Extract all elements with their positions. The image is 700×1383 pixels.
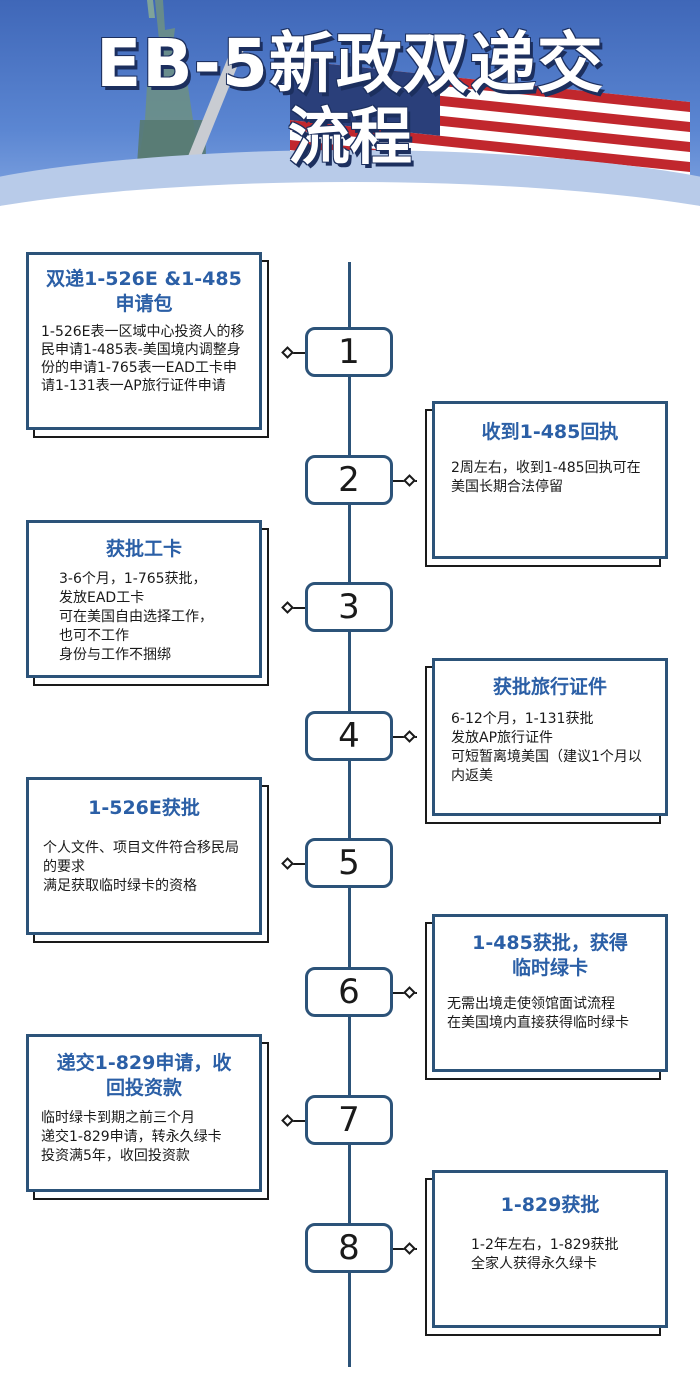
step-number-7: 7 [305,1095,393,1145]
step-body-line: 满足获取临时绿卡的资格 [43,878,197,894]
connector-diamond-icon [403,730,416,743]
step-body-line: 个人文件、项目文件符合移民局的要求 [43,840,239,875]
step-body-line: 投资满5年，收回投资款 [41,1148,190,1164]
step-body-line: 身份与工作不捆绑 [59,647,171,663]
step-body-line: 无需出境走使领馆面试流程 [447,996,615,1012]
step-title: 收到1-485回执 [481,421,619,443]
card-main: 收到1-485回执 2周左右，收到1-485回执可在美国长期合法停留 [432,401,668,559]
step-body: 1-526E表一区域中心投资人的移民申请1-485表-美国境内调整身份的申请1-… [41,323,247,395]
step-body-line: 2周左右，收到1-485回执可在美国长期合法停留 [451,460,641,495]
step-body-line: 发放EAD工卡 [59,590,145,606]
step-body: 6-12个月，1-131获批 发放AP旅行证件 可短暂离境美国（建议1个月以内返… [451,710,649,786]
connector-line [285,352,309,354]
step-body-line: 1-2年左右，1-829获批 [471,1237,619,1253]
connector-line [285,1120,309,1122]
step-card-7: 递交1-829申请，收回投资款 临时绿卡到期之前三个月 递交1-829申请，转永… [26,1034,269,1200]
connector-diamond-icon [281,346,294,359]
step-card-6: 1-485获批，获得临时绿卡 无需出境走使领馆面试流程 在美国境内直接获得临时绿… [425,914,668,1080]
step-body: 临时绿卡到期之前三个月 递交1-829申请，转永久绿卡 投资满5年，收回投资款 [41,1109,247,1166]
step-title: 获批旅行证件 [492,676,607,698]
step-number-4: 4 [305,711,393,761]
card-main: 1-829获批 1-2年左右，1-829获批 全家人获得永久绿卡 [432,1170,668,1328]
connector-diamond-icon [403,1242,416,1255]
connector-diamond-icon [403,986,416,999]
step-card-5: 1-526E获批 个人文件、项目文件符合移民局的要求 满足获取临时绿卡的资格 [26,777,269,943]
step-number-1: 1 [305,327,393,377]
connector-line [285,607,309,609]
page-title-line-1: EB-5新政双递交 [96,25,604,102]
step-title: 递交1-829申请，收回投资款 [56,1052,232,1099]
connector-diamond-icon [281,601,294,614]
step-title: 1-485获批，获得临时绿卡 [472,932,628,979]
connector-line [285,863,309,865]
step-card-1: 双递1-526E &1-485申请包 1-526E表一区域中心投资人的移民申请1… [26,252,269,438]
step-number-5: 5 [305,838,393,888]
step-body-line: 临时绿卡到期之前三个月 [41,1110,195,1126]
step-title: 获批工卡 [105,538,182,560]
step-body-line: 6-12个月，1-131获批 [451,711,594,727]
step-title: 1-526E获批 [88,797,200,819]
card-main: 1-485获批，获得临时绿卡 无需出境走使领馆面试流程 在美国境内直接获得临时绿… [432,914,668,1072]
step-body: 3-6个月，1-765获批， 发放EAD工卡 可在美国自由选择工作， 也可不工作… [59,570,229,665]
step-card-3: 获批工卡 3-6个月，1-765获批， 发放EAD工卡 可在美国自由选择工作， … [26,520,269,686]
step-number-3: 3 [305,582,393,632]
card-main: 双递1-526E &1-485申请包 1-526E表一区域中心投资人的移民申请1… [26,252,262,430]
step-body-line: 3-6个月，1-765获批， [59,571,207,587]
card-main: 递交1-829申请，收回投资款 临时绿卡到期之前三个月 递交1-829申请，转永… [26,1034,262,1192]
step-title: 双递1-526E &1-485申请包 [46,268,242,315]
step-card-2: 收到1-485回执 2周左右，收到1-485回执可在美国长期合法停留 [425,401,668,567]
step-body-line: 发放AP旅行证件 [451,730,554,746]
card-main: 获批旅行证件 6-12个月，1-131获批 发放AP旅行证件 可短暂离境美国（建… [432,658,668,816]
step-body-line: 也可不工作 [59,628,129,644]
step-number-6: 6 [305,967,393,1017]
step-body: 无需出境走使领馆面试流程 在美国境内直接获得临时绿卡 [447,995,653,1033]
step-body-line: 可在美国自由选择工作， [59,609,213,625]
step-body-line: 在美国境内直接获得临时绿卡 [447,1015,629,1031]
step-number-2: 2 [305,455,393,505]
header-curve-inner [0,182,700,235]
connector-diamond-icon [403,474,416,487]
connector-diamond-icon [281,857,294,870]
step-body-line: 可短暂离境美国（建议1个月以内返美 [451,749,642,784]
card-main: 1-526E获批 个人文件、项目文件符合移民局的要求 满足获取临时绿卡的资格 [26,777,262,935]
timeline-line [348,262,351,1367]
connector-diamond-icon [281,1114,294,1127]
step-card-4: 获批旅行证件 6-12个月，1-131获批 发放AP旅行证件 可短暂离境美国（建… [425,658,668,824]
step-body-line: 递交1-829申请，转永久绿卡 [41,1129,222,1145]
step-body-line: 1-526E表一区域中心投资人的移民申请1-485表-美国境内调整身份的申请1-… [41,324,245,394]
step-title: 1-829获批 [500,1194,600,1216]
step-number-8: 8 [305,1223,393,1273]
card-main: 获批工卡 3-6个月，1-765获批， 发放EAD工卡 可在美国自由选择工作， … [26,520,262,678]
step-body: 1-2年左右，1-829获批 全家人获得永久绿卡 [471,1236,649,1274]
page-title-line-2: 流程 [287,100,412,173]
step-card-8: 1-829获批 1-2年左右，1-829获批 全家人获得永久绿卡 [425,1170,668,1336]
step-body: 2周左右，收到1-485回执可在美国长期合法停留 [451,459,649,497]
step-body-line: 全家人获得永久绿卡 [471,1256,597,1272]
step-body: 个人文件、项目文件符合移民局的要求 满足获取临时绿卡的资格 [43,839,245,896]
header-banner: EB-5新政双递交 流程 [0,0,700,235]
